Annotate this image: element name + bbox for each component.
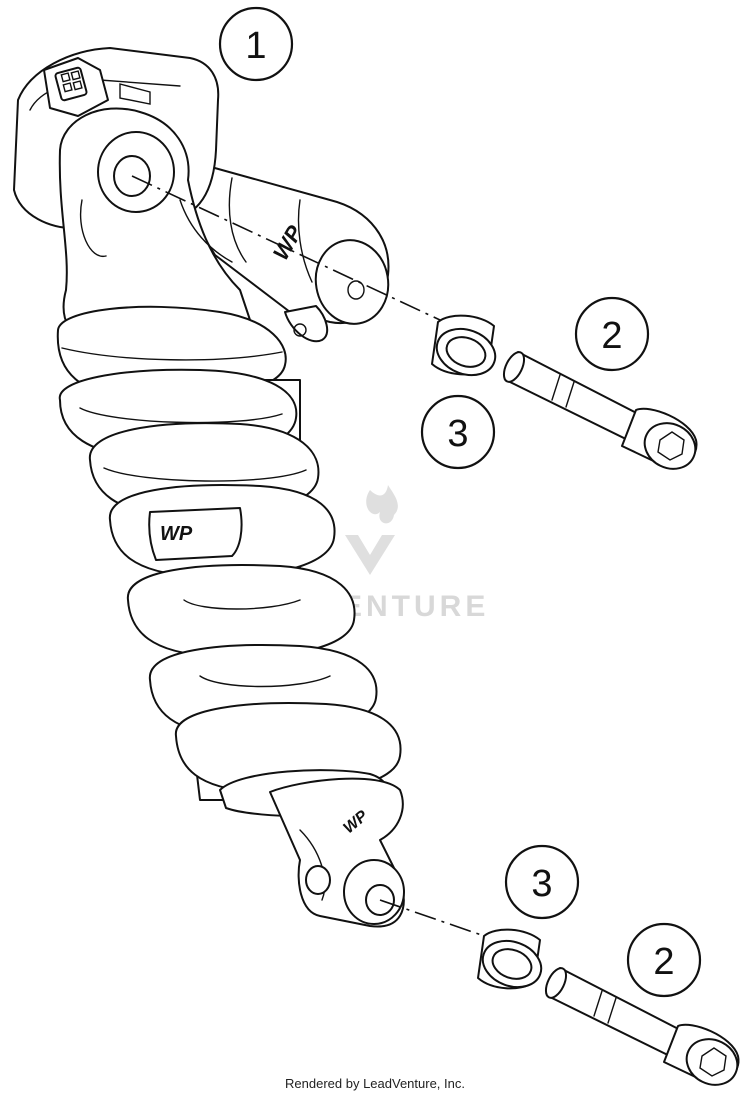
render-credit: Rendered by LeadVenture, Inc. (285, 1076, 465, 1091)
lower-eye-side (305, 865, 331, 895)
reservoir-seam-2 (297, 199, 313, 283)
callout-3-bottom: 3 (504, 844, 580, 920)
electrical-connector (43, 57, 109, 117)
bushing-bottom (477, 928, 543, 990)
bolt-top (502, 351, 698, 470)
top-mount-edge-2 (179, 199, 233, 263)
top-alignment-line (131, 175, 441, 321)
bottom-alignment-line (379, 899, 491, 939)
reservoir-clamp-bolt (293, 323, 307, 337)
svg-text:2: 2 (653, 941, 674, 983)
spring-brand-logo: WP (160, 523, 193, 545)
spring-label-plate (148, 507, 243, 561)
svg-text:1: 1 (245, 25, 266, 67)
svg-text:3: 3 (447, 413, 468, 455)
top-mount-edge (80, 199, 107, 257)
bolt-bottom (544, 967, 740, 1086)
bushing-top (431, 314, 497, 377)
shock-absorber: WP (13, 47, 405, 928)
reservoir-clamp (284, 305, 329, 343)
coil-spring: WP (58, 368, 402, 794)
callout-2-bottom: 2 (626, 922, 702, 998)
callout-1: 1 (218, 6, 294, 82)
lower-clevis-edge (299, 829, 326, 901)
svg-text:2: 2 (601, 315, 622, 357)
reservoir-seam (228, 177, 247, 263)
reservoir-cap-center (347, 280, 365, 300)
callout-3-top: 3 (420, 394, 496, 470)
housing-tab (119, 83, 151, 105)
preload-collar-line (61, 347, 283, 361)
callout-2-top: 2 (574, 296, 650, 372)
svg-text:3: 3 (531, 863, 552, 905)
